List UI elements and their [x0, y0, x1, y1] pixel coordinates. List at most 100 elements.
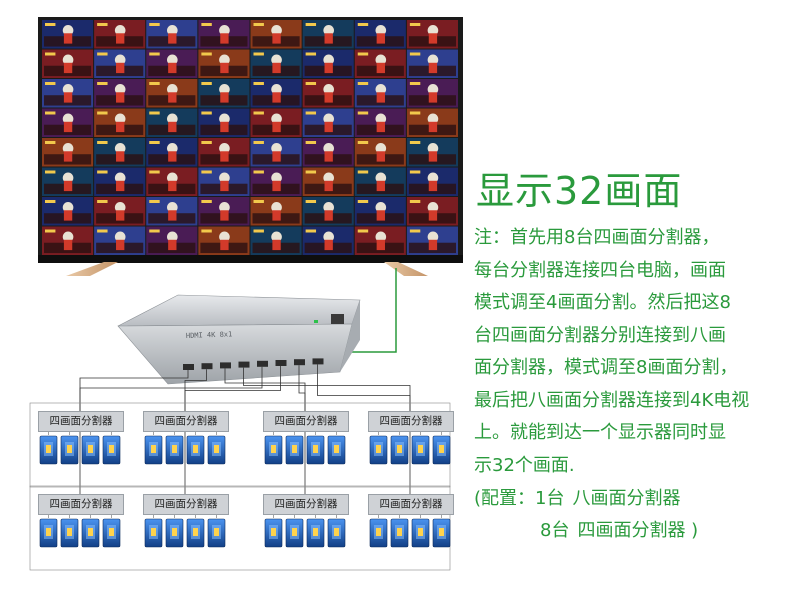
- tv-bottom-bezel: [38, 255, 463, 263]
- tile-figure-body: [168, 92, 177, 103]
- pc-emblem: [313, 445, 318, 453]
- tile-figure: [167, 54, 178, 66]
- pc-icon: [285, 515, 304, 548]
- tile-figure: [427, 172, 439, 184]
- tile-highlight: [305, 82, 317, 85]
- tile-figure-body: [376, 210, 385, 221]
- tile-figure-body: [116, 151, 125, 162]
- splitter-cable: [317, 364, 411, 494]
- pc-emblem: [376, 445, 381, 453]
- quad-splitter-box: 四画面分割器: [143, 411, 229, 432]
- screen-tile: [198, 49, 250, 78]
- tile-figure-body: [63, 180, 73, 192]
- note-line: 上。就能到达一个显示器同时显: [474, 422, 726, 443]
- tile-figure: [167, 143, 178, 154]
- tile-figure: [167, 113, 178, 125]
- screen-tile: [406, 79, 458, 108]
- tile-highlight: [201, 82, 212, 85]
- pc-icon: [411, 515, 430, 548]
- note-line: 面分割器，模式调至8画面分割，: [474, 357, 738, 378]
- config-prefix: (配置：1台: [474, 488, 565, 509]
- screen-tile: [146, 138, 198, 167]
- tile-highlight: [357, 200, 369, 203]
- tile-figure-body: [220, 121, 229, 133]
- screen-tile: [94, 108, 146, 137]
- tile-figure-body: [272, 33, 281, 44]
- pc-emblem: [397, 528, 402, 536]
- screen-tile: [94, 49, 146, 78]
- screen-tile: [94, 167, 146, 196]
- config-item: 四画面分割器 ): [577, 520, 699, 541]
- screen-tile: [250, 226, 302, 255]
- pc-emblem: [271, 528, 276, 536]
- tile-highlight: [305, 229, 317, 233]
- config-prefix: 8台: [540, 520, 570, 541]
- pc-icon: [390, 432, 409, 465]
- tile-figure-body: [428, 210, 438, 221]
- pc-icon: [102, 432, 121, 465]
- tile-figure-body: [116, 33, 125, 44]
- tile-figure: [167, 25, 178, 36]
- device-front: [117, 323, 353, 385]
- tile-figure-body: [63, 92, 73, 103]
- tile-highlight: [97, 111, 108, 115]
- tile-figure-body: [272, 151, 281, 162]
- tile-figure-body: [116, 62, 125, 74]
- pc-icon: [165, 432, 184, 465]
- tile-figure: [114, 143, 126, 154]
- tile-highlight: [305, 52, 317, 56]
- tile-highlight: [149, 23, 160, 26]
- config-item: 八画面分割器: [572, 488, 681, 509]
- tile-highlight: [253, 229, 264, 233]
- tile-highlight: [409, 52, 421, 56]
- tile-figure: [62, 113, 74, 125]
- pc-emblem: [397, 445, 402, 453]
- pc-emblem: [418, 528, 423, 536]
- pc-icon: [411, 432, 430, 465]
- pc-icon: [39, 432, 58, 465]
- pc-emblem: [88, 528, 93, 536]
- screen-tile: [94, 226, 146, 255]
- tile-figure-body: [428, 239, 438, 251]
- tile-figure: [375, 231, 387, 243]
- device-input-port: [238, 361, 250, 368]
- tile-figure: [427, 143, 439, 154]
- screen-tile: [250, 20, 302, 49]
- tile-figure-body: [376, 121, 385, 133]
- screen-tile: [302, 49, 354, 78]
- pc-icon: [306, 515, 325, 548]
- tile-figure-body: [220, 239, 229, 251]
- tile-highlight: [253, 200, 264, 203]
- pc-emblem: [109, 528, 114, 536]
- pc-icon: [306, 432, 325, 465]
- pc-emblem: [271, 445, 276, 453]
- tile-figure: [219, 143, 230, 154]
- tile-figure: [219, 231, 230, 243]
- screen-tile: [302, 138, 354, 167]
- pc-icon: [81, 515, 100, 548]
- tile-figure: [427, 113, 439, 125]
- screen-tile: [94, 79, 146, 108]
- tile-figure-body: [428, 33, 438, 44]
- tile-figure: [375, 84, 387, 95]
- screen-tile: [146, 226, 198, 255]
- tile-figure: [271, 113, 282, 125]
- pc-emblem: [376, 528, 381, 536]
- tile-figure-body: [324, 151, 333, 162]
- tile-figure: [167, 231, 178, 243]
- splitter-cable: [79, 366, 263, 494]
- tile-figure: [427, 25, 439, 36]
- tile-figure-body: [428, 180, 438, 192]
- tile-highlight: [305, 23, 317, 26]
- tile-figure: [219, 25, 230, 36]
- tile-figure: [219, 202, 230, 213]
- screen-tile: [198, 167, 250, 196]
- tile-highlight: [149, 170, 160, 174]
- tile-figure-body: [116, 180, 125, 192]
- tile-highlight: [305, 170, 317, 174]
- device-output-port: [331, 314, 344, 324]
- tile-figure-body: [376, 239, 385, 251]
- tile-highlight: [305, 141, 317, 144]
- device-label: HDMI 4K 8x1: [186, 330, 233, 340]
